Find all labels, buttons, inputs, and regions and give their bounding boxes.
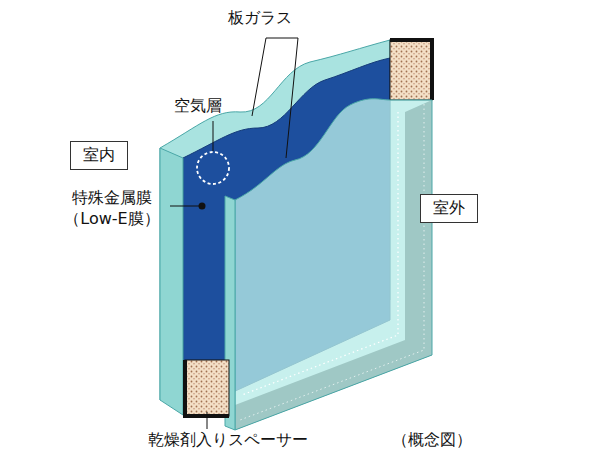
spacer-section: [185, 360, 229, 416]
part-label: 空気層: [174, 96, 222, 117]
region-label: 室内: [71, 145, 127, 166]
part-label: 板ガラス: [228, 8, 292, 29]
air-layer-marker: [197, 152, 229, 184]
leader-line: [207, 412, 208, 429]
glass-edge: [160, 148, 183, 415]
glass-pane: [235, 99, 432, 430]
leader-line: [170, 206, 201, 207]
leader-line: [252, 38, 298, 158]
region-label: 室外: [421, 198, 477, 219]
figure-caption: （概念図）: [392, 430, 472, 451]
dotted-line: [242, 112, 398, 395]
spacer-section: [390, 40, 432, 100]
spacer-edge: [390, 40, 432, 100]
region-box: 室外: [420, 194, 478, 223]
part-label: 乾燥剤入りスペーサー: [148, 430, 308, 451]
region-box: 室内: [70, 141, 128, 170]
leader-dot: [199, 203, 206, 210]
leader-line: [213, 121, 214, 151]
spacer-edge: [185, 360, 229, 416]
part-label: 特殊金属膜 （Low-E膜）: [58, 188, 166, 230]
dotted-line: [240, 104, 424, 420]
